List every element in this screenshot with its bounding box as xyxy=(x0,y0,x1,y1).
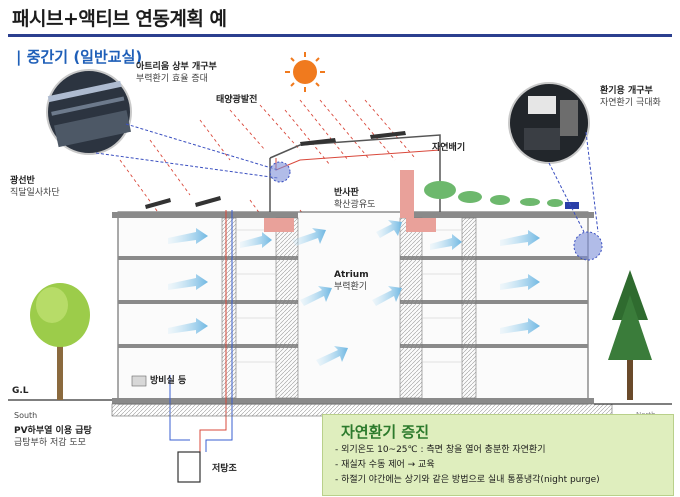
floor-slabs xyxy=(112,212,594,404)
exhaust-ducts xyxy=(264,170,436,232)
label-radiator: 방비실 등 xyxy=(150,376,187,386)
label-atrium-opening-desc: 부력환기 효율 증대 xyxy=(136,74,208,84)
page-title: 패시브+액티브 연동계획 예 xyxy=(12,8,227,30)
note-item: 하절기 야간에는 상기와 같은 방법으로 실내 통풍냉각(night purge… xyxy=(335,473,600,488)
window-frames xyxy=(236,229,462,363)
label-light-shelf: 광선반 xyxy=(10,176,35,186)
note-title: 자연환기 증진 xyxy=(341,423,430,441)
green-roof-plants xyxy=(424,181,563,207)
vent-photo-callout xyxy=(508,82,603,261)
label-light-shelf-desc: 직달일사차단 xyxy=(10,188,60,198)
tree-right xyxy=(608,270,652,400)
label-ground-level: G.L xyxy=(12,386,29,396)
hot-water-pipe xyxy=(199,210,227,452)
label-natural-exhaust: 자연배기 xyxy=(432,143,466,153)
section-heading: | 중간기 (일반교실) xyxy=(16,48,143,66)
storage-tank xyxy=(177,451,201,483)
label-vent-opening-desc: 자연환기 극대화 xyxy=(600,98,661,108)
label-reflector-desc: 확산광유도 xyxy=(334,200,376,210)
label-atrium-opening: 아트리움 상부 개구부 xyxy=(136,62,217,72)
label-pv-heat: PV하부열 이용 급탕 xyxy=(14,426,92,436)
note-item: 외기온도 10~25℃ : 측면 창을 열어 충분한 자연환기 xyxy=(335,443,600,458)
pv-panels xyxy=(145,131,406,209)
label-solar: 태양광발전 xyxy=(216,95,258,105)
label-vent-opening: 환기용 개구부 xyxy=(600,86,653,96)
natural-ventilation-note: 자연환기 증진 외기온도 10~25℃ : 측면 창을 열어 충분한 자연환기 … xyxy=(322,414,674,496)
label-south: South xyxy=(14,411,38,420)
note-item: 재실자 수동 제어 → 교육 xyxy=(335,458,600,473)
label-atrium: Atrium xyxy=(334,270,369,280)
label-pv-heat-desc: 급탕부하 저감 도모 xyxy=(14,438,86,448)
roof-vent xyxy=(565,202,579,209)
cold-water-pipe xyxy=(169,210,233,452)
airflow-arrows xyxy=(168,220,540,366)
label-atrium-desc: 부력환기 xyxy=(334,282,368,292)
atrium-photo-callout xyxy=(46,69,291,183)
label-storage-tank: 저탕조 xyxy=(212,464,237,474)
title-divider xyxy=(8,34,672,37)
tree-left xyxy=(30,283,90,400)
note-list: 외기온도 10~25℃ : 측면 창을 열어 충분한 자연환기 재실자 수동 제… xyxy=(335,443,600,488)
atrium-walls xyxy=(221,217,477,399)
label-reflector: 반사판 xyxy=(334,188,359,198)
sun-icon xyxy=(285,52,325,92)
radiator-unit xyxy=(131,375,147,387)
